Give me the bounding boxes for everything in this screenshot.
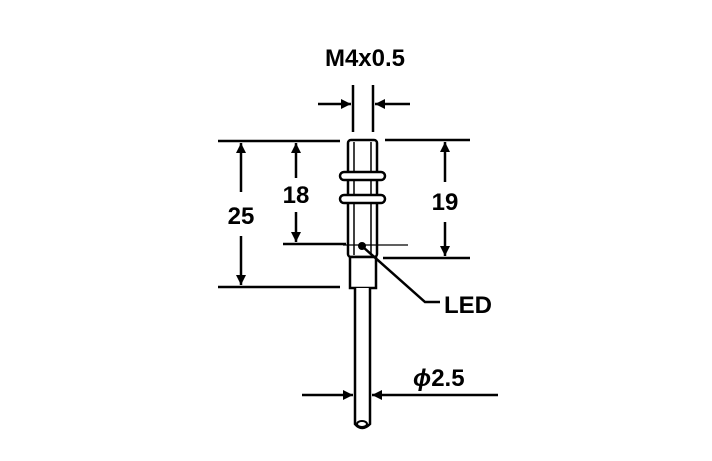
thread-length-dimension <box>283 143 408 246</box>
thread-dimension <box>318 85 410 132</box>
nut-upper <box>338 170 387 182</box>
total-length-label: 25 <box>228 203 255 230</box>
cable-diameter-value: 2.5 <box>431 365 464 392</box>
sensor-body <box>338 138 387 430</box>
cable-diameter-label: ϕ2.5 <box>413 365 465 392</box>
nut-lower <box>338 193 387 205</box>
total-length-dimension <box>218 139 340 289</box>
thread-length-label: 18 <box>283 182 310 209</box>
thread-label: M4x0.5 <box>325 45 405 72</box>
led-position-label: 19 <box>432 189 459 216</box>
cable-gland <box>348 255 378 290</box>
led-label: LED <box>444 292 492 319</box>
diameter-symbol: ϕ <box>413 365 431 392</box>
led-position-dimension <box>383 138 470 260</box>
cable <box>353 288 372 430</box>
led-leader-line <box>362 246 440 304</box>
